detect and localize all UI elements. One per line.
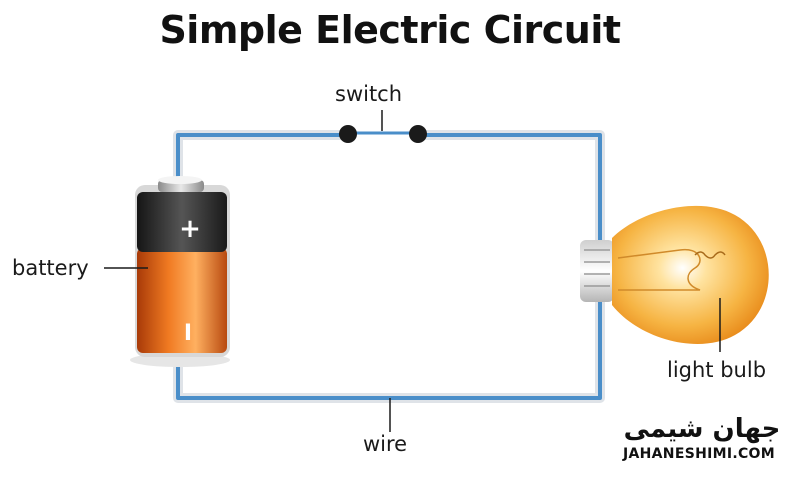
battery-minus-sign: I <box>184 321 192 346</box>
watermark-persian: جهان شیمی <box>623 414 781 444</box>
light-bulb <box>580 205 769 352</box>
switch <box>339 110 427 143</box>
battery-plus-sign: + <box>179 214 201 244</box>
label-switch: switch <box>335 82 403 106</box>
label-battery: battery <box>12 256 89 280</box>
battery <box>104 176 230 367</box>
label-wire: wire <box>363 432 408 456</box>
watermark-latin: JAHANESHIMI.COM <box>623 446 775 462</box>
watermark-logo: جهان شیمی JAHANESHIMI.COM <box>614 414 784 468</box>
diagram-title: Simple Electric Circuit <box>159 8 621 52</box>
wire-loop <box>173 130 605 403</box>
label-light-bulb: light bulb <box>667 358 767 382</box>
